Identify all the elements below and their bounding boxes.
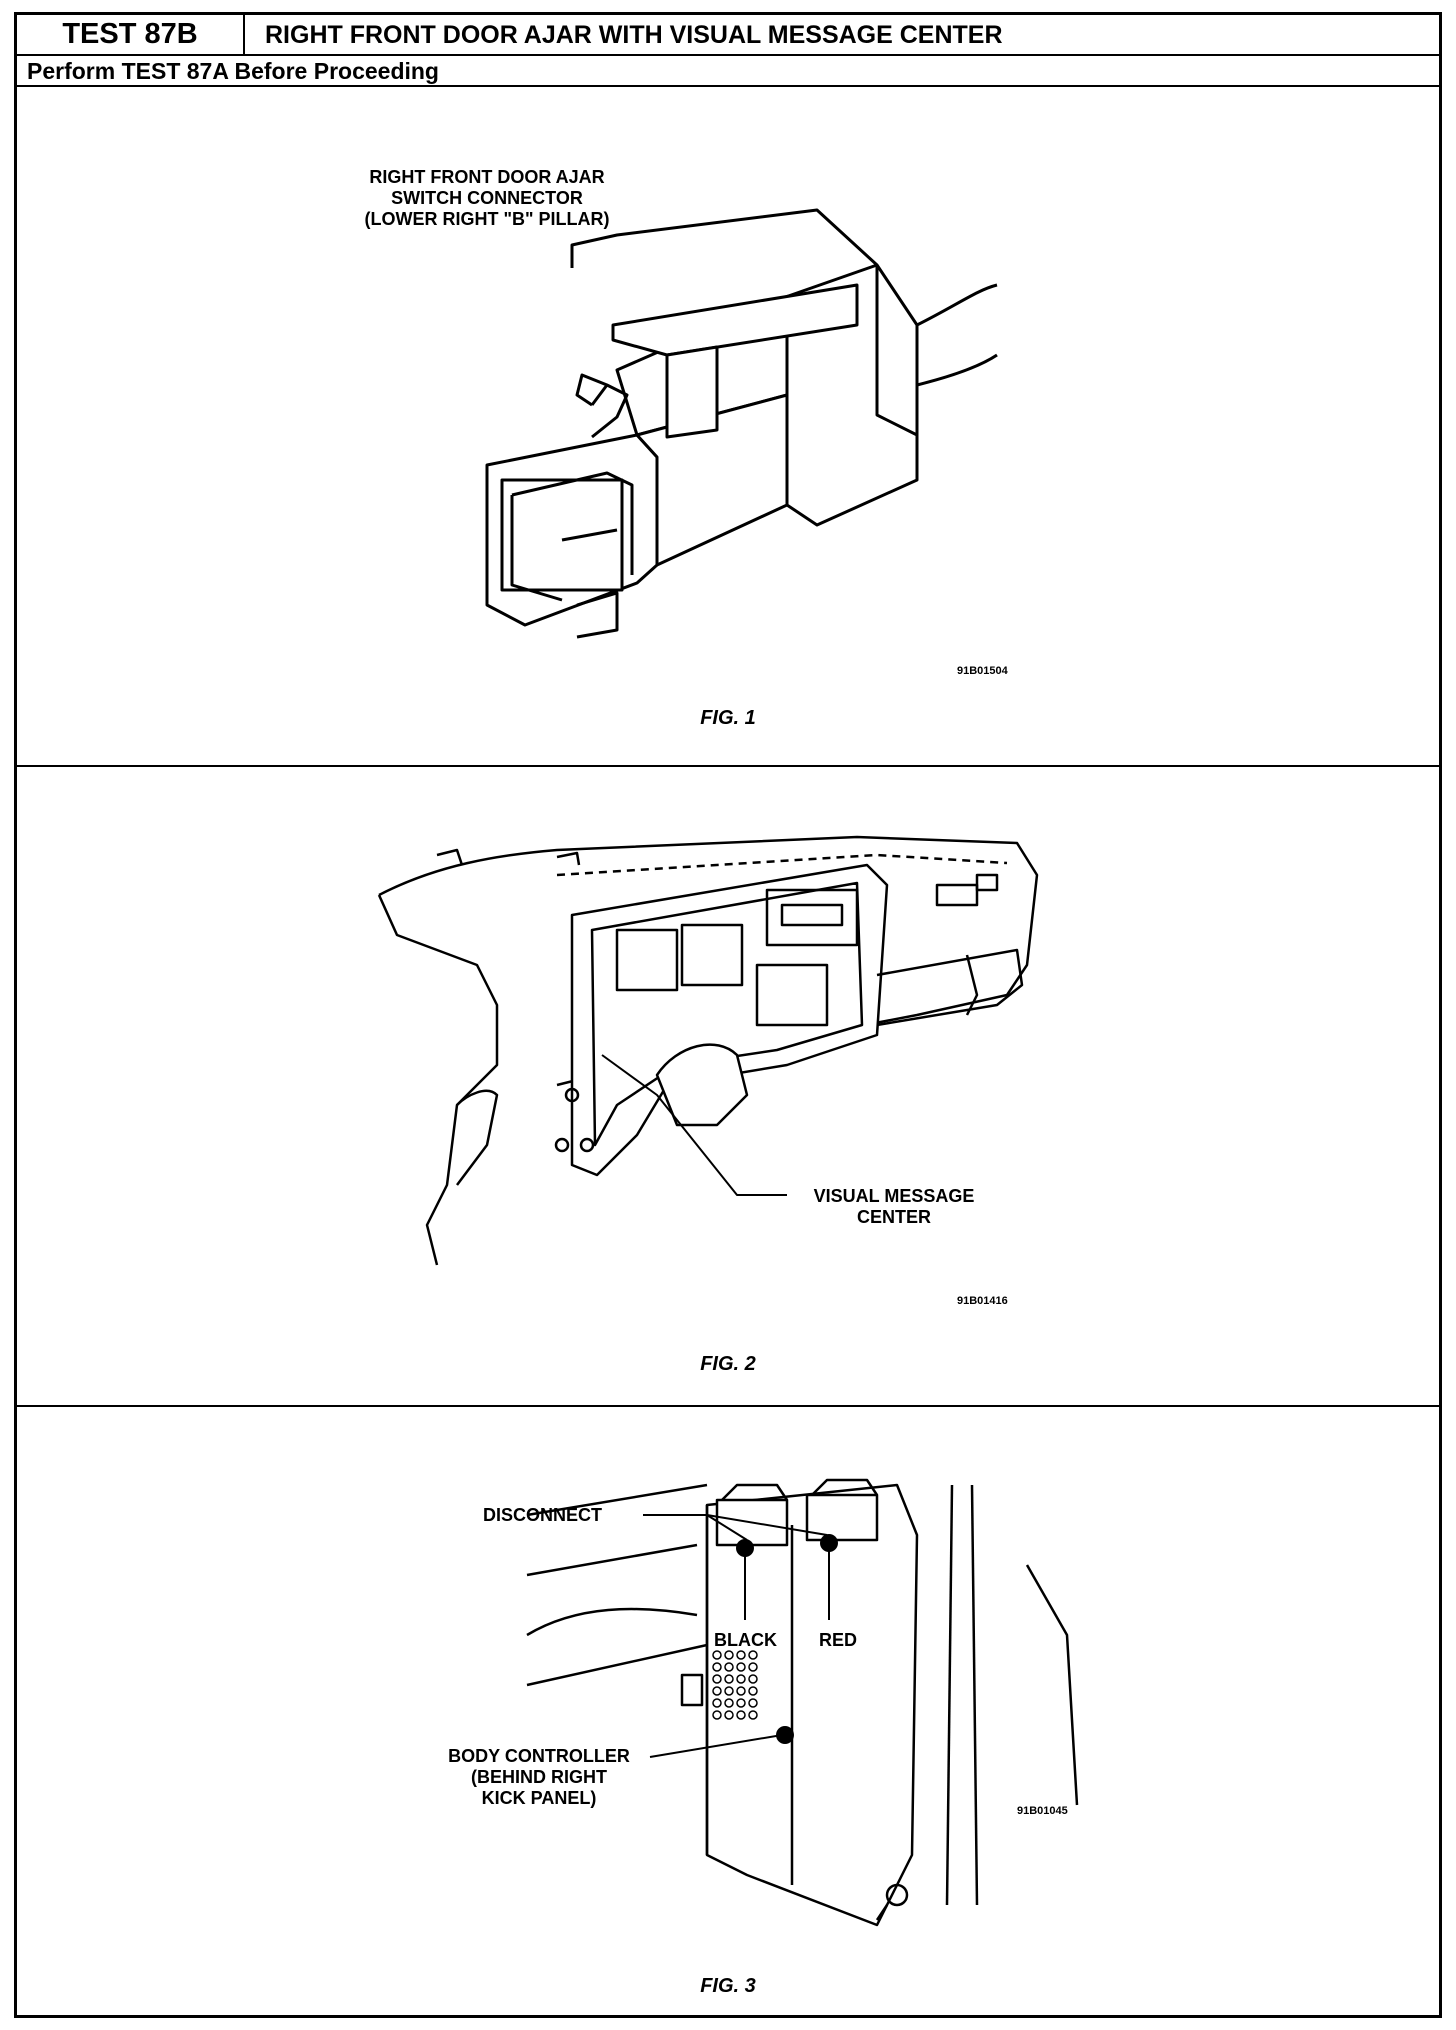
disconnect-label: DISCONNECT bbox=[483, 1505, 603, 1525]
bc-label-line2: (BEHIND RIGHT bbox=[471, 1767, 607, 1787]
connector-label: RIGHT FRONT DOOR AJAR SWITCH CONNECTOR (… bbox=[287, 167, 687, 230]
figure-1-panel: RIGHT FRONT DOOR AJAR SWITCH CONNECTOR (… bbox=[17, 85, 1439, 767]
body-controller-label: BODY CONTROLLER (BEHIND RIGHT KICK PANEL… bbox=[419, 1746, 659, 1809]
connector-label-line1: RIGHT FRONT DOOR AJAR bbox=[369, 167, 605, 187]
figure-2-panel: VISUAL MESSAGE CENTER 91B01416 FIG. 2 bbox=[17, 765, 1439, 1407]
bc-label-line3: KICK PANEL) bbox=[481, 1788, 597, 1808]
figure-1-code: 91B01504 bbox=[957, 665, 1008, 677]
test-page: TEST 87B RIGHT FRONT DOOR AJAR WITH VISU… bbox=[14, 12, 1442, 2018]
black-wire-label: BLACK bbox=[714, 1630, 777, 1650]
test-id: TEST 87B bbox=[17, 15, 245, 56]
figure-3-caption: FIG. 3 bbox=[700, 1975, 756, 1997]
vmc-label-line2: CENTER bbox=[856, 1207, 931, 1227]
figure-2-caption: FIG. 2 bbox=[700, 1353, 756, 1375]
figure-2-code: 91B01416 bbox=[957, 1295, 1008, 1307]
prerequisite-note: Perform TEST 87A Before Proceeding bbox=[27, 58, 439, 84]
test-header: TEST 87B RIGHT FRONT DOOR AJAR WITH VISU… bbox=[17, 15, 1439, 87]
figure-3-panel: DISCONNECT BLACK RED BODY CONTROLLER (BE… bbox=[17, 1405, 1439, 2015]
connector-label-line3: (LOWER RIGHT "B" PILLAR) bbox=[364, 209, 610, 229]
figure-1-caption: FIG. 1 bbox=[700, 707, 756, 729]
door-ajar-connector-drawing bbox=[485, 208, 998, 639]
instrument-panel-drawing bbox=[377, 835, 1039, 1266]
visual-message-center-label: VISUAL MESSAGE CENTER bbox=[779, 1186, 1009, 1228]
vmc-label-line1: VISUAL MESSAGE bbox=[813, 1186, 975, 1206]
bc-label-line1: BODY CONTROLLER bbox=[448, 1746, 630, 1766]
connector-label-line2: SWITCH CONNECTOR bbox=[391, 188, 583, 208]
red-wire-label: RED bbox=[819, 1630, 858, 1650]
header-divider bbox=[245, 54, 1439, 56]
figure-3-code: 91B01045 bbox=[1017, 1805, 1068, 1817]
body-controller-drawing bbox=[526, 1478, 1079, 1927]
test-title: RIGHT FRONT DOOR AJAR WITH VISUAL MESSAG… bbox=[265, 21, 1003, 49]
